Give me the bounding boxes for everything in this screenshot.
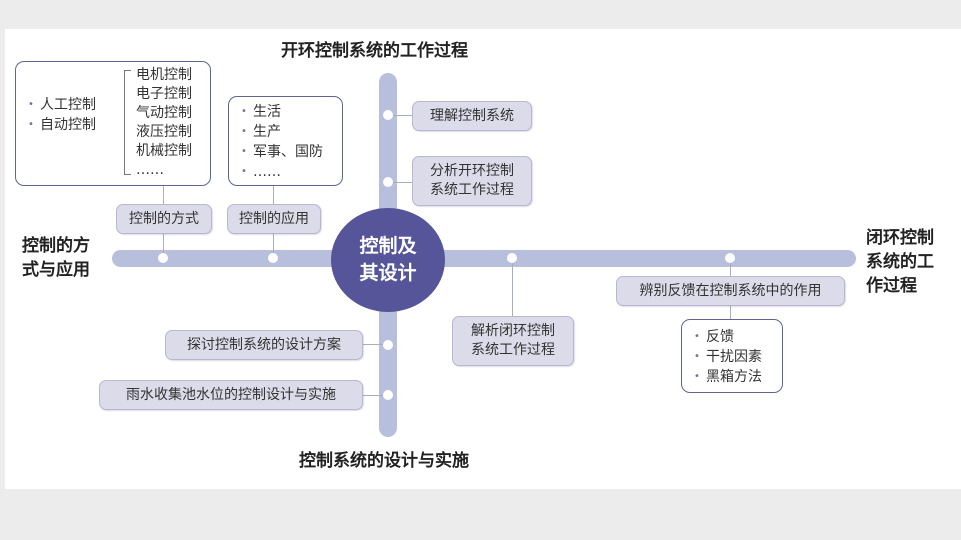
methods-right-list: 电机控制 电子控制 气动控制 液压控制 机械控制 …… [136, 66, 192, 180]
heading-left: 控制的方 式与应用 [22, 236, 90, 280]
center-topic: 控制及 其设计 [331, 208, 445, 312]
connector [730, 306, 731, 320]
methods-left-list: 人工控制 自动控制 [28, 95, 96, 135]
connector [362, 344, 387, 345]
tag-analyze-open-loop: 分析开环控制 系统工作过程 [412, 156, 532, 206]
list-item: 气动控制 [136, 105, 192, 121]
list-item: 黑箱方法 [694, 367, 762, 387]
control-methods-box: 人工控制 自动控制 电机控制 电子控制 气动控制 液压控制 机械控制 …… [15, 61, 211, 186]
list-item: 液压控制 [136, 124, 192, 140]
list-item: 人工控制 [28, 95, 96, 115]
tag-rain-water-tank: 雨水收集池水位的控制设计与实施 [99, 380, 363, 410]
axis-node [268, 253, 278, 263]
tag-feedback-role: 辨别反馈在控制系统中的作用 [616, 276, 845, 306]
tag-understand-control-system: 理解控制系统 [412, 101, 532, 131]
connector [163, 184, 164, 206]
feedback-box: 反馈 干扰因素 黑箱方法 [681, 319, 783, 393]
connector [362, 395, 387, 396]
connector [273, 232, 274, 258]
axis-node [383, 340, 393, 350]
axis-node [383, 390, 393, 400]
axis-node [725, 253, 735, 263]
axis-node [383, 110, 393, 120]
tag-control-methods: 控制的方式 [116, 204, 212, 234]
tag-control-applications: 控制的应用 [227, 204, 321, 234]
list-item: …… [136, 162, 164, 178]
connector [273, 184, 274, 206]
bracket [124, 70, 131, 175]
list-item: 电子控制 [136, 86, 192, 102]
list-item: 电机控制 [136, 67, 192, 83]
horizontal-axis [112, 250, 856, 267]
control-applications-box: 生活 生产 军事、国防 …… [228, 96, 343, 186]
list-item: …… [241, 162, 323, 182]
list-item: 干扰因素 [694, 347, 762, 367]
list-item: 生活 [241, 102, 323, 122]
connector [512, 258, 513, 316]
list-item: 反馈 [694, 327, 762, 347]
heading-right: 闭环控制 系统的工 作过程 [866, 228, 934, 296]
list-item: 生产 [241, 122, 323, 142]
tag-parse-closed-loop: 解析闭环控制 系统工作过程 [452, 316, 574, 366]
axis-node [507, 253, 517, 263]
connector [730, 258, 731, 276]
connector [387, 182, 413, 183]
list-item: 机械控制 [136, 143, 192, 159]
axis-node [158, 253, 168, 263]
connector [387, 115, 413, 116]
axis-node [383, 177, 393, 187]
applications-list: 生活 生产 军事、国防 …… [241, 102, 323, 182]
list-item: 自动控制 [28, 115, 96, 135]
connector [163, 232, 164, 258]
heading-top: 开环控制系统的工作过程 [281, 41, 468, 61]
list-item: 军事、国防 [241, 142, 323, 162]
feedback-list: 反馈 干扰因素 黑箱方法 [694, 327, 762, 387]
heading-bottom: 控制系统的设计与实施 [299, 451, 469, 471]
tag-design-plan: 探讨控制系统的设计方案 [165, 330, 363, 360]
